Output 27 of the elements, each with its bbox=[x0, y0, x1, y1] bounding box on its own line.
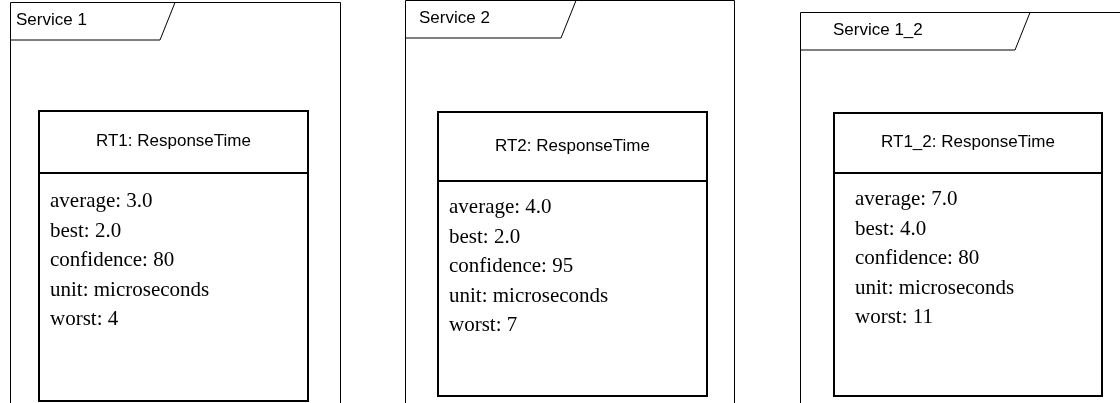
attribute-text: unit: microseconds bbox=[855, 276, 1015, 298]
attribute-text: unit: microseconds bbox=[50, 278, 210, 300]
attribute-text: worst: 4 bbox=[50, 308, 119, 329]
attribute-text: average: 4.0 bbox=[449, 196, 552, 217]
object-name: RT2: ResponseTime bbox=[494, 135, 651, 156]
object-box bbox=[833, 112, 1103, 397]
attribute-text: worst: 7 bbox=[449, 314, 518, 335]
attribute-text: unit: microseconds bbox=[449, 284, 609, 306]
attribute-text: confidence: 95 bbox=[449, 255, 574, 276]
attribute-text: worst: 11 bbox=[855, 306, 933, 327]
attribute-text: best: 2.0 bbox=[50, 219, 122, 241]
package-frame bbox=[405, 0, 735, 403]
object-box bbox=[38, 110, 309, 402]
attribute-text: confidence: 80 bbox=[50, 249, 175, 270]
attribute-text: best: 4.0 bbox=[855, 217, 927, 239]
frame-tab-label: Service 2 bbox=[419, 8, 490, 28]
attribute-text: confidence: 80 bbox=[855, 247, 980, 268]
package-frame bbox=[10, 2, 341, 403]
object-name: RT1_2: ResponseTime bbox=[880, 132, 1056, 152]
object-box bbox=[437, 111, 708, 397]
attribute-text: average: 7.0 bbox=[855, 188, 958, 209]
package-frame bbox=[800, 12, 1120, 403]
attribute-text: best: 2.0 bbox=[449, 225, 521, 247]
frame-tab-label: Service 1_2 bbox=[833, 20, 923, 40]
object-name: RT1: ResponseTime bbox=[95, 131, 252, 151]
attribute-text: average: 3.0 bbox=[50, 190, 153, 211]
frame-tab-label: Service 1 bbox=[16, 10, 87, 30]
